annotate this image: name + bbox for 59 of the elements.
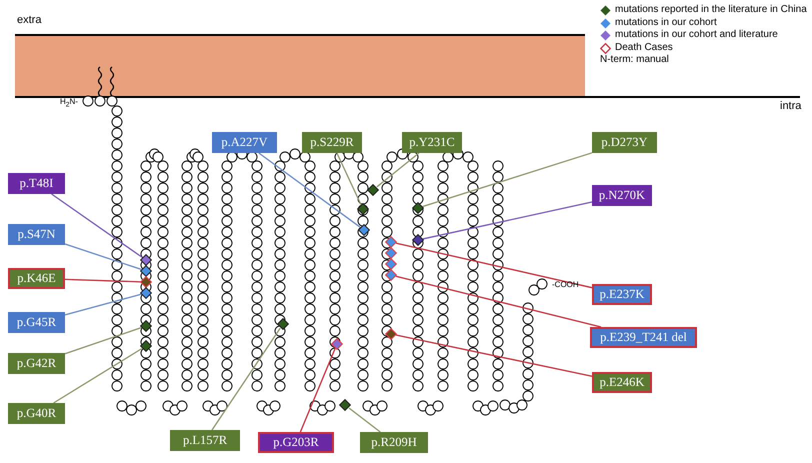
mutation-label: p.K46E	[8, 268, 65, 289]
legend-text: mutations in our cohort and literature	[615, 29, 778, 40]
mutation-diamond	[140, 254, 152, 266]
mutation-diamond	[140, 320, 152, 332]
terminus-label: -COOH	[552, 280, 579, 289]
mutation-diamond	[412, 234, 424, 246]
leader-line	[211, 328, 281, 430]
mutation-diamond	[367, 184, 379, 196]
mutation-label: p.A227V	[212, 132, 277, 153]
mutation-label: p.N270K	[592, 185, 652, 206]
mutation-diamond	[331, 338, 343, 350]
mutation-diamond	[277, 318, 289, 330]
leader-line	[51, 193, 142, 258]
mutation-diamond	[385, 247, 397, 259]
mutation-diamond	[140, 265, 152, 277]
mutation-label: p.Y231C	[402, 132, 462, 153]
mutation-diamond	[385, 236, 397, 248]
leader-line	[258, 152, 360, 228]
mutation-label: p.E246K	[592, 372, 652, 393]
mutation-diamond	[385, 258, 397, 270]
mutation-label: p.R209H	[360, 432, 428, 453]
mutation-label: p.E239_T241 del	[590, 327, 697, 348]
mutation-diamond	[140, 287, 152, 299]
leader-line	[348, 408, 381, 433]
leader-line	[376, 152, 420, 188]
region-label: extra	[17, 14, 42, 26]
mutation-diamond	[385, 328, 397, 340]
leader-line	[64, 278, 142, 282]
leader-line	[53, 348, 142, 404]
region-label: intra	[780, 100, 802, 112]
mutation-diamond	[385, 269, 397, 281]
leader-line	[300, 348, 336, 432]
mutation-label: p.D273Y	[592, 132, 657, 153]
mutation-label: p.G40R	[8, 403, 65, 424]
leader-line	[422, 201, 592, 240]
mutation-label: p.E237K	[592, 284, 652, 305]
mutation-diamond	[412, 202, 424, 214]
mutation-diamond	[140, 276, 152, 288]
mutation-label: p.S47N	[8, 224, 65, 245]
legend-note: N-term: manual	[600, 54, 669, 65]
mutation-label: p.L157R	[170, 430, 240, 451]
terminus-label: H$_{2}$N-	[60, 97, 78, 109]
leader-line	[396, 334, 592, 377]
mutation-diamond	[339, 399, 351, 411]
legend-text: Death Cases	[615, 42, 673, 52]
leader-line	[422, 152, 592, 208]
leader-line	[64, 327, 142, 354]
mutation-label: p.G45R	[8, 312, 65, 333]
mutation-label: p.G42R	[8, 353, 65, 374]
leader-line	[64, 294, 142, 316]
mutation-label: p.T48I	[8, 173, 65, 194]
legend-text: mutations reported in the literature in China	[615, 4, 807, 15]
mutation-label: p.S229R	[302, 132, 362, 153]
legend-text: mutations in our cohort	[615, 16, 717, 28]
leader-line	[336, 152, 362, 205]
mutation-label: p.G203R	[258, 432, 334, 453]
mutation-diamond	[358, 224, 370, 236]
mutation-diamond	[140, 340, 152, 352]
leader-line	[64, 243, 142, 270]
